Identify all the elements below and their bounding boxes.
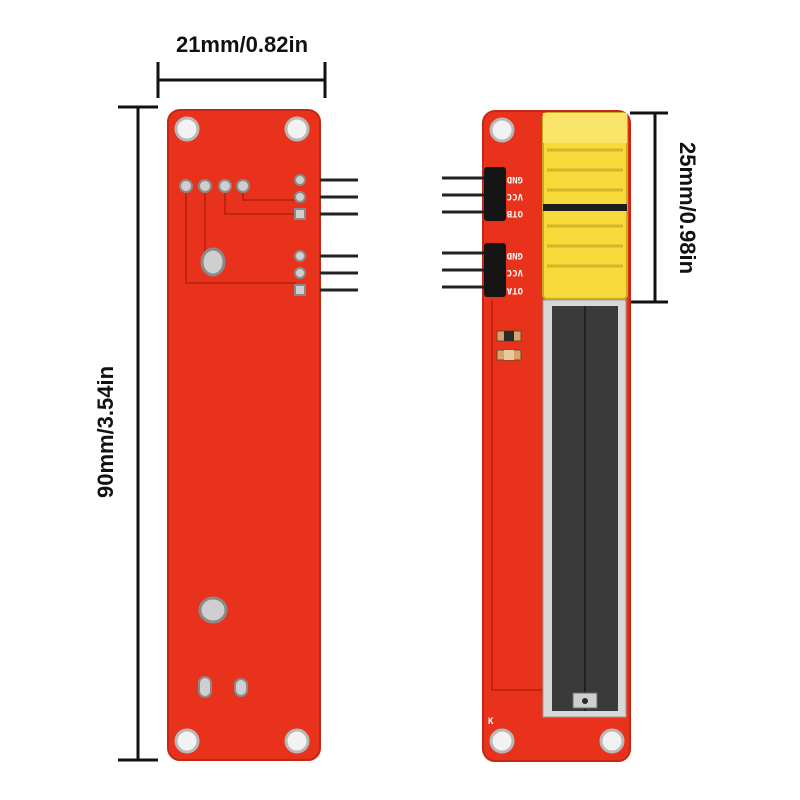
lower-center-pad-icon <box>198 596 228 624</box>
back-header-pins <box>320 178 358 292</box>
mount-hole-icon <box>174 728 200 754</box>
mount-hole-icon <box>489 117 515 143</box>
silk-label-vcc-a: VCC <box>507 267 523 277</box>
back-mount-holes <box>174 116 310 754</box>
height-dimension: 90mm/3.54in <box>93 105 158 762</box>
square-pad-icon <box>294 284 306 296</box>
mount-hole-icon <box>489 728 515 754</box>
knob-top-face <box>543 113 627 143</box>
mount-hole-icon <box>599 728 625 754</box>
smd-components <box>496 330 522 361</box>
silk-label-gnd-a: GND <box>506 250 523 260</box>
silk-label-otb: OTB <box>506 208 523 218</box>
mount-hole-icon <box>284 116 310 142</box>
mount-hole-icon <box>284 728 310 754</box>
back-header-pads <box>294 174 306 296</box>
front-board: GND VCC OTB GND VCC OTA K <box>442 110 631 762</box>
slot-pad-icon <box>234 678 248 697</box>
slider-track <box>542 299 627 718</box>
solder-pad-icon <box>294 250 306 262</box>
silk-label-gnd-b: GND <box>506 174 523 184</box>
width-label: 21mm/0.82in <box>176 32 308 57</box>
front-header-pins <box>442 176 492 289</box>
front-mount-holes <box>489 117 625 754</box>
header-housing-b <box>484 167 506 221</box>
solder-pad-icon <box>294 191 306 203</box>
knob-dimension: 25mm/0.98in <box>630 111 700 304</box>
back-pcb <box>167 109 321 761</box>
mount-hole-icon <box>174 116 200 142</box>
silk-label-vcc-b: VCC <box>507 191 523 201</box>
solder-pad-icon <box>294 174 306 186</box>
center-pad-icon <box>200 247 226 277</box>
clip-hole <box>582 698 588 704</box>
solder-pad-icon <box>236 179 250 193</box>
slider-knob[interactable] <box>542 112 628 300</box>
solder-pad-icon <box>198 179 212 193</box>
back-top-pads <box>179 179 250 193</box>
knob-center-line <box>543 204 627 211</box>
trace <box>224 186 296 215</box>
slot-pad-icon <box>198 676 212 698</box>
silk-labels-a: GND VCC OTA <box>506 250 523 295</box>
header-housing-a <box>484 243 506 297</box>
square-pad-icon <box>294 208 306 220</box>
silk-label-ota: OTA <box>506 285 523 295</box>
smd-body <box>504 350 514 360</box>
height-label: 90mm/3.54in <box>93 366 118 498</box>
solder-pad-icon <box>294 267 306 279</box>
solder-pad-icon <box>218 179 232 193</box>
smd-body <box>504 331 514 341</box>
solder-pad-icon <box>179 179 193 193</box>
knob-label: 25mm/0.98in <box>675 142 700 274</box>
trace <box>185 186 296 284</box>
front-trace <box>491 300 548 691</box>
width-dimension: 21mm/0.82in <box>156 32 327 98</box>
silk-marker-k: K <box>488 717 494 727</box>
back-board <box>167 109 358 761</box>
silk-labels-b: GND VCC OTB <box>506 174 523 218</box>
